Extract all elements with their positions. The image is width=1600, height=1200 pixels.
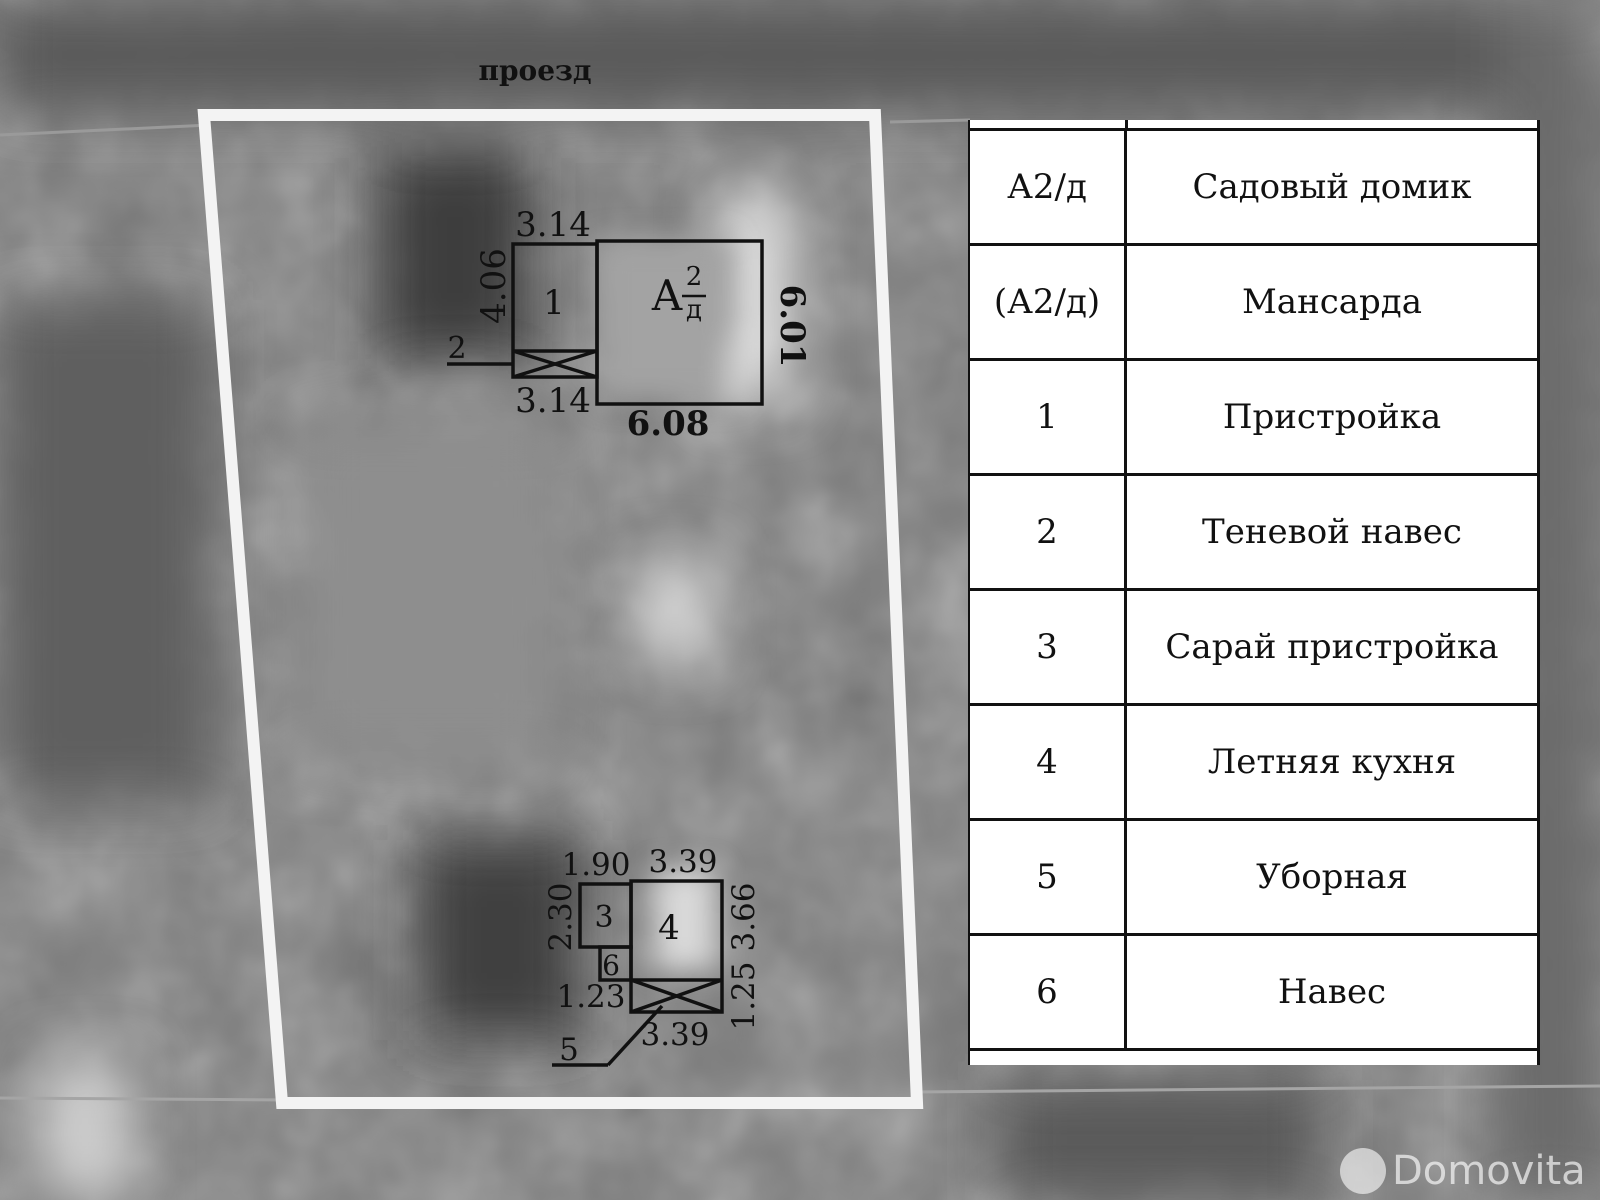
legend-name: Садовый домик [1192,167,1472,207]
legend-row: А2/д Садовый домик [970,131,1537,246]
watermark-text: Domovita [1392,1148,1586,1194]
legend-name: Летняя кухня [1207,742,1457,782]
kitchen-dim-height: 3.66 [726,882,762,951]
legend-top-strip [970,120,1537,131]
kitchen-dim-top: 3.39 [648,844,717,880]
house-a2d [595,239,764,406]
legend-name: Мансарда [1241,282,1423,322]
legend-row: 2 Теневой навес [970,476,1537,591]
legend-code: 1 [970,361,1127,473]
watermark: Domovita [1340,1143,1586,1199]
shed-label: 3 [594,900,613,935]
canopy-6 [598,945,633,982]
canopy-label: 6 [602,949,620,982]
legend-row: 1 Пристройка [970,361,1537,476]
legend-name: Навес [1277,972,1387,1012]
legend-row: 6 Навес [970,936,1537,1051]
house-label-sub: д [686,295,702,325]
legend-name: Уборная [1256,857,1408,897]
toilet-label: 5 [559,1032,579,1068]
house-dim-width: 6.08 [627,404,710,444]
house-dim-height: 6.01 [772,285,812,368]
shed-dim-top: 1.90 [561,847,630,883]
road-label: проезд [478,54,591,87]
shed-dim-height: 2.30 [543,882,579,951]
legend-row: (А2/д) Мансарда [970,246,1537,361]
legend-row: 3 Сарай пристройка [970,591,1537,706]
toilet-dim-left: 1.23 [556,979,625,1015]
legend-name: Сарай пристройка [1165,627,1499,667]
legend-row: 5 Уборная [970,821,1537,936]
house-label-main: А [651,271,683,320]
legend-code: 4 [970,706,1127,818]
kitchen-group [552,879,724,1067]
house-label-sup: 2 [686,262,703,292]
legend-code: 6 [970,936,1127,1048]
annex-dim-height: 4.06 [474,248,514,324]
annex-label: 1 [543,283,565,323]
legend-code: А2/д [970,131,1127,243]
legend-name: Теневой навес [1202,512,1462,552]
kitchen-label: 4 [658,908,680,948]
kitchen-dim-lower: 1.25 [726,961,762,1030]
shade-canopy-label: 2 [447,331,466,366]
legend-code: 5 [970,821,1127,933]
annex-dim-bottom: 3.14 [515,381,591,421]
legend-code: 2 [970,476,1127,588]
legend-code: (А2/д) [970,246,1127,358]
legend-code: 3 [970,591,1127,703]
legend-table: А2/д Садовый домик (А2/д) Мансарда 1 При… [968,120,1540,1065]
annex-dim-top: 3.14 [515,205,591,245]
house-group [447,239,764,406]
domovita-logo-icon [1340,1148,1386,1194]
legend-row: 4 Летняя кухня [970,706,1537,821]
legend-name: Пристройка [1222,397,1442,437]
kitchen-dim-bottom: 3.39 [640,1017,709,1053]
plot-boundary [197,109,924,1109]
